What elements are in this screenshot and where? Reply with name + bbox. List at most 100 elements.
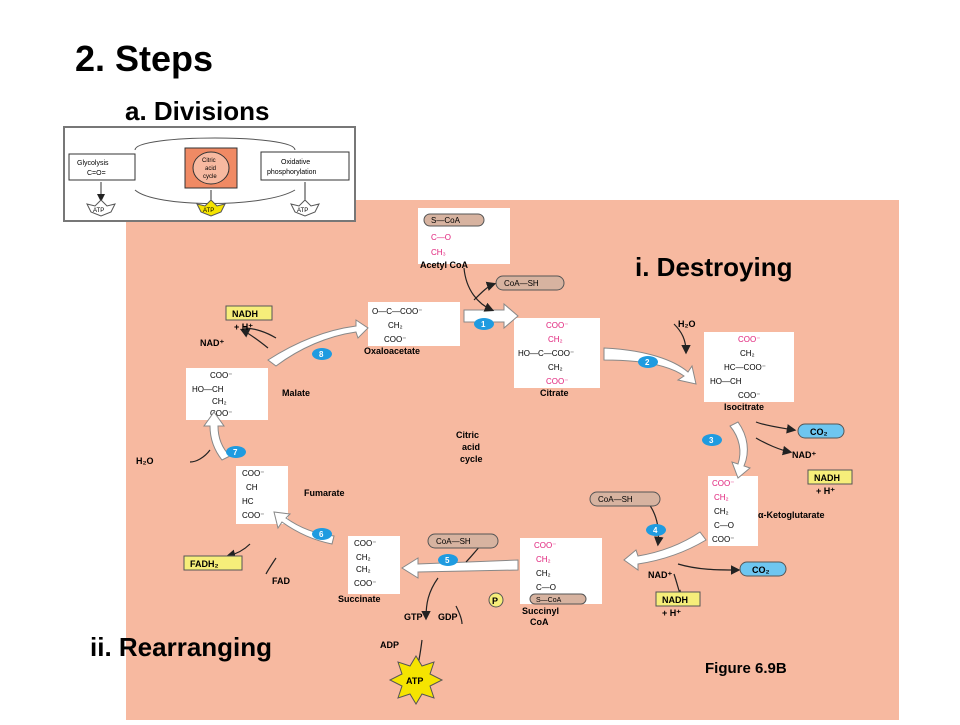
h-plus-bottom: + H⁺ [662,608,681,618]
step-badge-4: 4 [646,524,666,536]
step-badge-8: 8 [312,348,332,360]
svg-text:CO₂: CO₂ [810,427,828,437]
figure-caption: Figure 6.9B [705,660,787,677]
ketoglutarate-box: COO⁻ CH₂ CH₂ C—O COO⁻ [708,476,758,546]
svg-text:CH₂: CH₂ [548,335,563,344]
svg-text:COO⁻: COO⁻ [712,479,734,488]
svg-text:CH₂: CH₂ [356,565,371,574]
svg-text:cycle: cycle [203,174,217,180]
svg-text:CH₂: CH₂ [536,569,551,578]
svg-text:1: 1 [481,320,486,329]
svg-text:HC—COO⁻: HC—COO⁻ [724,363,766,372]
divisions-inset-diagram: Glycolysis C=O= Citric acid cycle Oxidat… [68,137,350,217]
svg-text:CH₂: CH₂ [388,321,403,330]
svg-text:7: 7 [233,448,238,457]
isocitrate-box: COO⁻ CH₂ HC—COO⁻ HO—CH COO⁻ [704,332,794,402]
atp-starburst-bottom: ATP [388,655,444,705]
atp-star-2: ATP [196,199,226,217]
citrate-box: COO⁻ CH₂ HO—C—COO⁻ CH₂ COO⁻ [514,318,600,388]
svg-text:5: 5 [445,556,450,565]
nad-bottom: NAD⁺ [648,570,672,580]
h2o-top: H₂O [678,319,696,329]
svg-text:ATP: ATP [406,676,423,686]
svg-text:CH₂: CH₂ [714,493,729,502]
svg-text:3: 3 [709,436,714,445]
svg-text:CoA—SH: CoA—SH [504,279,539,288]
svg-text:C—O: C—O [536,583,556,592]
svg-text:COO⁻: COO⁻ [546,321,568,330]
svg-text:CH₂: CH₂ [212,397,227,406]
succinate-label: Succinate [338,594,381,604]
svg-text:CH₂: CH₂ [714,507,729,516]
acetyl-coa-label: Acetyl CoA [420,260,469,270]
svg-text:2: 2 [645,358,650,367]
svg-text:COO⁻: COO⁻ [384,335,406,344]
citrate-label: Citrate [540,388,569,398]
step-badge-2: 2 [638,356,658,368]
svg-text:NADH: NADH [232,309,258,319]
svg-text:CO₂: CO₂ [752,565,770,575]
svg-text:ATP: ATP [297,208,308,214]
succinyl-coa-label-2: CoA [530,617,549,627]
svg-text:CH₃: CH₃ [431,248,446,257]
citric-acid-box: Citric acid cycle [184,147,238,189]
s-coa-label: S—CoA [431,216,461,225]
oxphos-box: Oxidative phosphorylation [260,151,350,181]
svg-text:P: P [492,596,498,606]
svg-text:COO⁻: COO⁻ [534,541,556,550]
svg-text:C=O=: C=O= [87,170,106,177]
arrow-step8 [267,319,369,367]
coa-sh-step5: CoA—SH [427,533,499,549]
svg-text:HC: HC [242,497,254,506]
svg-text:Glycolysis: Glycolysis [77,160,109,167]
step-badge-6: 6 [312,528,332,540]
svg-text:C—O: C—O [714,521,734,530]
pi-circle: P [488,592,504,608]
arrow-step7 [203,411,231,461]
svg-text:CoA—SH: CoA—SH [436,537,471,546]
svg-text:COO⁻: COO⁻ [242,469,264,478]
gtp-label: GTP [404,612,423,622]
divisions-heading: a. Divisions [125,96,270,126]
h-plus-left: + H⁺ [234,322,253,332]
fumarate-label: Fumarate [304,488,345,498]
cycle-center-3: cycle [460,454,483,464]
h-plus-right: + H⁺ [816,486,835,496]
step-badge-7: 7 [226,446,246,458]
svg-text:COO⁻: COO⁻ [738,391,760,400]
svg-text:HO—CH: HO—CH [710,377,742,386]
co2-bottom: CO₂ [739,561,787,577]
svg-text:COO⁻: COO⁻ [738,335,760,344]
svg-text:COO⁻: COO⁻ [546,377,568,386]
arrow-step5 [401,557,519,579]
svg-text:ATP: ATP [203,208,214,214]
citric-acid-cycle-diagram: S—CoA C—O CH₃ Acetyl CoA CoA—SH COO⁻ CH₂… [136,208,853,705]
page-title: 2. Steps [75,38,214,79]
coa-sh-bottom: CoA—SH [589,491,661,507]
svg-text:COO⁻: COO⁻ [210,409,232,418]
svg-text:HO—C—COO⁻: HO—C—COO⁻ [518,349,574,358]
adp-label: ADP [380,640,399,650]
svg-text:COO⁻: COO⁻ [354,539,376,548]
svg-text:Citric: Citric [202,158,216,164]
svg-text:CoA—SH: CoA—SH [598,495,633,504]
destroying-heading: i. Destroying [635,252,793,282]
nadh-left: NADH [225,305,273,321]
reaction-arrows [189,267,797,675]
arrow-step2 [603,347,697,385]
svg-text:COO⁻: COO⁻ [210,371,232,380]
svg-text:C—O: C—O [431,233,451,242]
step-badge-1: 1 [474,318,494,330]
svg-text:4: 4 [653,526,658,535]
svg-text:CH₂: CH₂ [548,363,563,372]
oxaloacetate-box: O—C—COO⁻ CH₂ COO⁻ [368,302,460,346]
svg-text:COO⁻: COO⁻ [712,535,734,544]
svg-text:8: 8 [319,350,324,359]
gdp-label: GDP [438,612,458,622]
succinyl-coa-label-1: Succinyl [522,606,559,616]
atp-star-3: ATP [290,199,320,217]
arrow-step3 [729,421,752,479]
svg-text:O—C—COO⁻: O—C—COO⁻ [372,307,422,316]
malate-box: COO⁻ HO—CH CH₂ COO⁻ [186,368,268,420]
coa-sh-top: CoA—SH [495,275,565,291]
